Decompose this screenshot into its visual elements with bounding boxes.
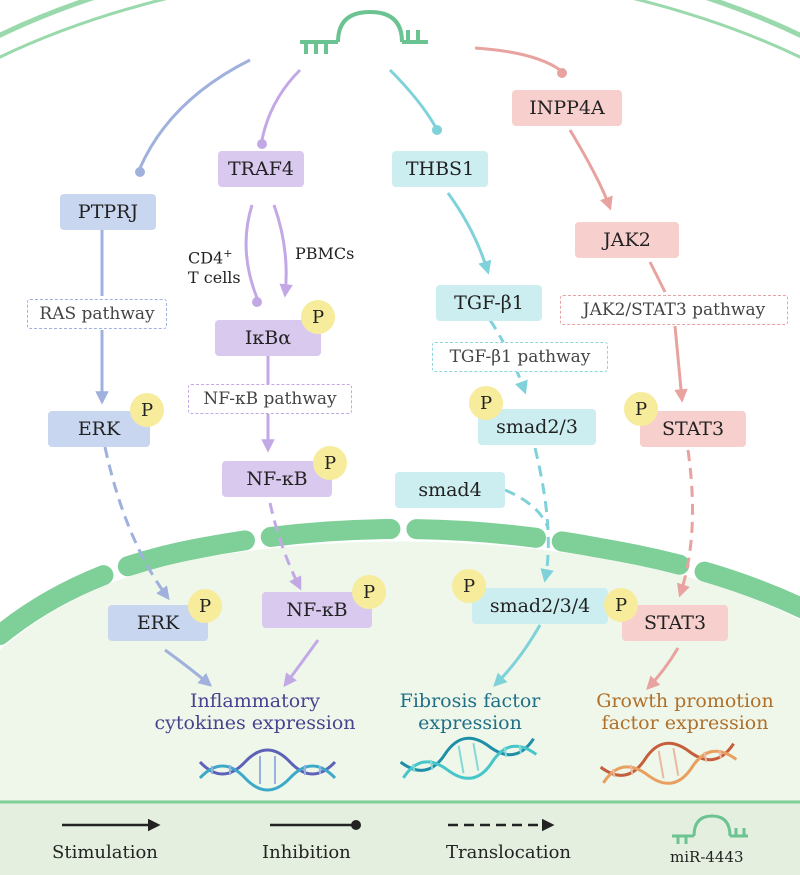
dna-helix-cyan xyxy=(399,736,538,780)
arrow-nfkb-translocate xyxy=(268,502,302,591)
arrow-nfkb-expression xyxy=(283,639,320,688)
outcome-growth: Growth promotion factor expression xyxy=(585,690,785,734)
outcome-inflammatory-line1: Inflammatory xyxy=(190,690,320,712)
arrow-traf4-ikba-pbmcs xyxy=(272,204,293,298)
arrow-mir-inpp4a xyxy=(474,46,561,72)
node-nfkb-nucleus: NF-κB xyxy=(262,592,372,628)
pathway-nfkb: NF-κB pathway xyxy=(188,384,352,414)
arrow-erk-expression xyxy=(164,648,213,687)
legend-inhibition-label: Inhibition xyxy=(262,842,351,863)
dna-helix-blue xyxy=(198,748,337,792)
legend-mirna-icon xyxy=(672,814,748,844)
arrow-traf4-ikba-cd4 xyxy=(244,204,259,299)
arrow-jak2-jakstat xyxy=(648,261,667,293)
arrow-mir-traf4 xyxy=(260,68,302,141)
phospho-badge-nfkb-cytoplasm: P xyxy=(313,446,347,480)
t-cells-label: T cells xyxy=(188,268,241,288)
node-inpp4a: INPP4A xyxy=(512,90,622,126)
phospho-badge-smad234: P xyxy=(452,569,486,603)
node-erk-cytoplasm: ERK xyxy=(48,411,150,447)
arrow-jakstat-stat3 xyxy=(673,325,688,403)
node-nfkb-cytoplasm: NF-κB xyxy=(222,461,332,497)
arrow-mir-thbs1 xyxy=(388,68,437,127)
node-ptprj: PTPRJ xyxy=(60,194,156,230)
dna-helix-orange xyxy=(599,741,738,785)
legend-mirna-label: miR-4443 xyxy=(670,848,744,866)
arrow-stat3-expression xyxy=(646,647,680,690)
outcome-fibrosis-line2: expression xyxy=(418,712,522,734)
pathway-jak2-stat3: JAK2/STAT3 pathway xyxy=(560,295,788,325)
phospho-badge-nfkb-nucleus: P xyxy=(352,575,386,609)
phospho-badge-erk-nucleus: P xyxy=(188,589,222,623)
phospho-badge-smad23: P xyxy=(469,386,503,420)
outcome-fibrosis: Fibrosis factor expression xyxy=(385,690,555,734)
arrow-inpp4a-jak2 xyxy=(568,129,613,211)
arrow-smad23-translocate xyxy=(533,447,554,583)
node-smad234: smad2/3/4 xyxy=(472,588,608,624)
phospho-badge-stat3-nucleus: P xyxy=(604,588,638,622)
arrow-smad234-expression xyxy=(493,624,542,687)
outcome-growth-line1: Growth promotion xyxy=(596,690,774,712)
node-traf4: TRAF4 xyxy=(218,151,304,187)
cell-type-cd4-t-cells: CD4+ T cells xyxy=(188,244,241,288)
node-stat3-nucleus: STAT3 xyxy=(622,605,728,641)
node-thbs1: THBS1 xyxy=(392,151,488,187)
arrow-thbs1-tgfb1 xyxy=(446,192,492,275)
arrow-smad4-translocate xyxy=(504,488,550,529)
mirna-top-icon xyxy=(300,9,428,54)
pathway-ras: RAS pathway xyxy=(27,299,167,329)
pathway-tgfb1: TGF-β1 pathway xyxy=(432,342,608,372)
nuclear-envelope xyxy=(0,519,800,645)
phospho-badge-ikba: P xyxy=(301,300,335,334)
cd4-superscript: + xyxy=(223,247,233,260)
cell-type-pbmcs: PBMCs xyxy=(295,244,355,263)
legend-inhibition-dot xyxy=(351,820,361,830)
legend-translocation-label: Translocation xyxy=(446,842,571,863)
legend-band xyxy=(0,800,800,875)
node-smad4: smad4 xyxy=(395,472,505,508)
cell-membrane-inner xyxy=(0,0,800,59)
node-stat3-cytoplasm: STAT3 xyxy=(640,411,746,447)
phospho-badge-stat3-cytoplasm: P xyxy=(624,392,658,426)
arrow-stat3-translocate xyxy=(677,449,694,598)
outcome-inflammatory-line2: cytokines expression xyxy=(154,712,356,734)
arrow-erk-translocate xyxy=(103,446,170,601)
node-jak2: JAK2 xyxy=(575,222,679,258)
cd4-label: CD4 xyxy=(188,248,224,268)
outcome-inflammatory: Inflammatory cytokines expression xyxy=(140,690,370,734)
arrow-mir-ptprj xyxy=(138,58,251,169)
outcome-growth-line2: factor expression xyxy=(601,712,769,734)
outcome-fibrosis-line1: Fibrosis factor xyxy=(399,690,541,712)
phospho-badge-erk-cytoplasm: P xyxy=(130,393,164,427)
legend-stimulation-label: Stimulation xyxy=(52,842,158,863)
nucleus-region xyxy=(0,541,800,800)
node-tgfb1: TGF-β1 xyxy=(436,285,542,321)
